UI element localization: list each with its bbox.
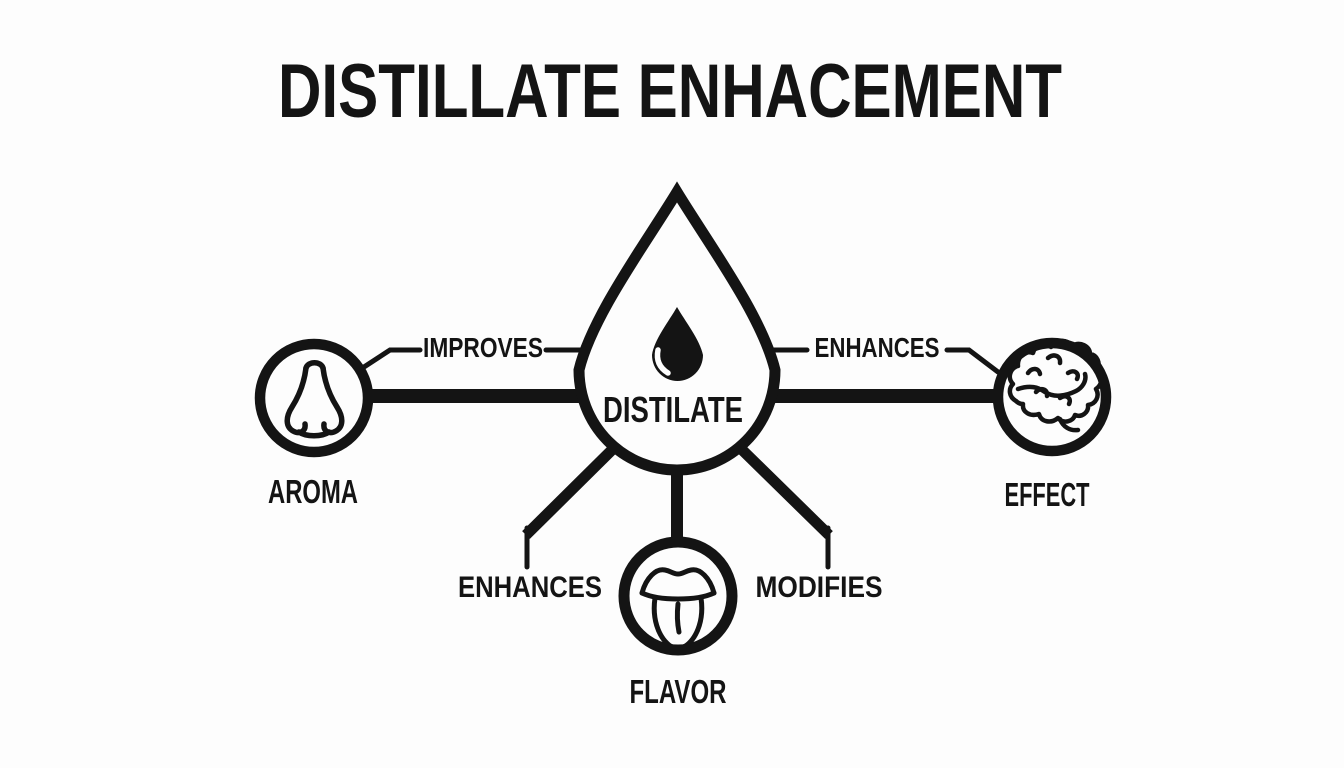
droplet-icon-body bbox=[652, 307, 703, 381]
brain-icon bbox=[1007, 338, 1104, 433]
droplet-icon-highlight bbox=[654, 347, 671, 376]
edge-label-enhances-top: ENHANCES bbox=[815, 332, 940, 363]
edge-distillate-flavor-right-diagonal bbox=[724, 432, 833, 539]
effect-label: EFFECT bbox=[1005, 476, 1090, 513]
flavor-label: FLAVOR bbox=[630, 673, 727, 710]
improves-left-connector bbox=[361, 347, 423, 370]
edge-distillate-flavor-left-diagonal bbox=[522, 432, 630, 539]
tongue-icon bbox=[639, 567, 717, 651]
droplet-icon bbox=[652, 307, 703, 381]
page-title: DISTILLATE ENHACEMENT bbox=[278, 49, 1062, 134]
node-distillate: DISTILATE bbox=[573, 181, 781, 476]
enhances-top-right-connector bbox=[944, 347, 1001, 375]
node-flavor: FLAVOR bbox=[618, 536, 738, 710]
node-aroma: AROMA bbox=[254, 338, 374, 510]
edge-label-improves: IMPROVES bbox=[423, 332, 543, 363]
node-effect: EFFECT bbox=[992, 337, 1112, 513]
nose-icon bbox=[284, 360, 345, 439]
edge-label-enhances-bottom: ENHANCES bbox=[458, 571, 602, 604]
edge-label-modifies: MODIFIES bbox=[756, 571, 883, 604]
aroma-label: AROMA bbox=[268, 473, 358, 510]
distillate-label: DISTILATE bbox=[603, 389, 743, 430]
